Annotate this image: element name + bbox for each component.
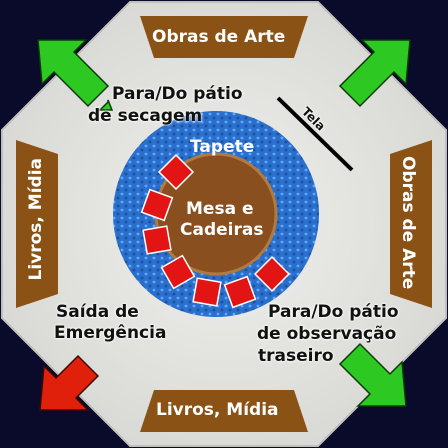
wall-screen [276,96,354,172]
books-bottom-label: Livros, Mídia [156,400,279,420]
chair [253,255,291,293]
arrow-ne-sw-icon[interactable] [338,39,411,108]
books-shelf-bottom [140,390,308,432]
art-right-label: Obras de Arte [398,156,418,290]
table-label-2: Cadeiras [180,220,264,240]
chair [223,275,257,309]
back-yard-label-1: Para/Do pátio [268,302,399,322]
art-shelf-right [390,140,432,308]
art-top-label: Obras de Arte [152,27,286,47]
drying-yard-label-2: de secagem [88,106,203,126]
chair [140,188,174,222]
back-yard-label-3: traseiro [258,346,334,366]
arrow-sw-icon[interactable] [39,354,100,411]
chair [192,277,222,307]
rug-label: Tapete [190,137,255,157]
back-yard-label-2: de observação [257,324,397,344]
arrow-nw-se-icon[interactable] [37,39,114,111]
books-shelf-left [16,140,58,308]
table-label-1: Mesa e [186,199,254,219]
chairs [140,153,291,309]
chair [157,153,195,191]
emergency-exit-label-2: Emergência [54,323,167,343]
arrow-se-icon[interactable] [338,342,407,407]
chair [160,254,196,290]
art-shelf-top [140,16,308,58]
books-left-label: Livros, Mídia [26,158,46,281]
chair [142,225,172,255]
emergency-exit-label-1: Saída de [56,302,139,322]
drying-yard-label-1: Para/Do pátio [112,84,243,104]
